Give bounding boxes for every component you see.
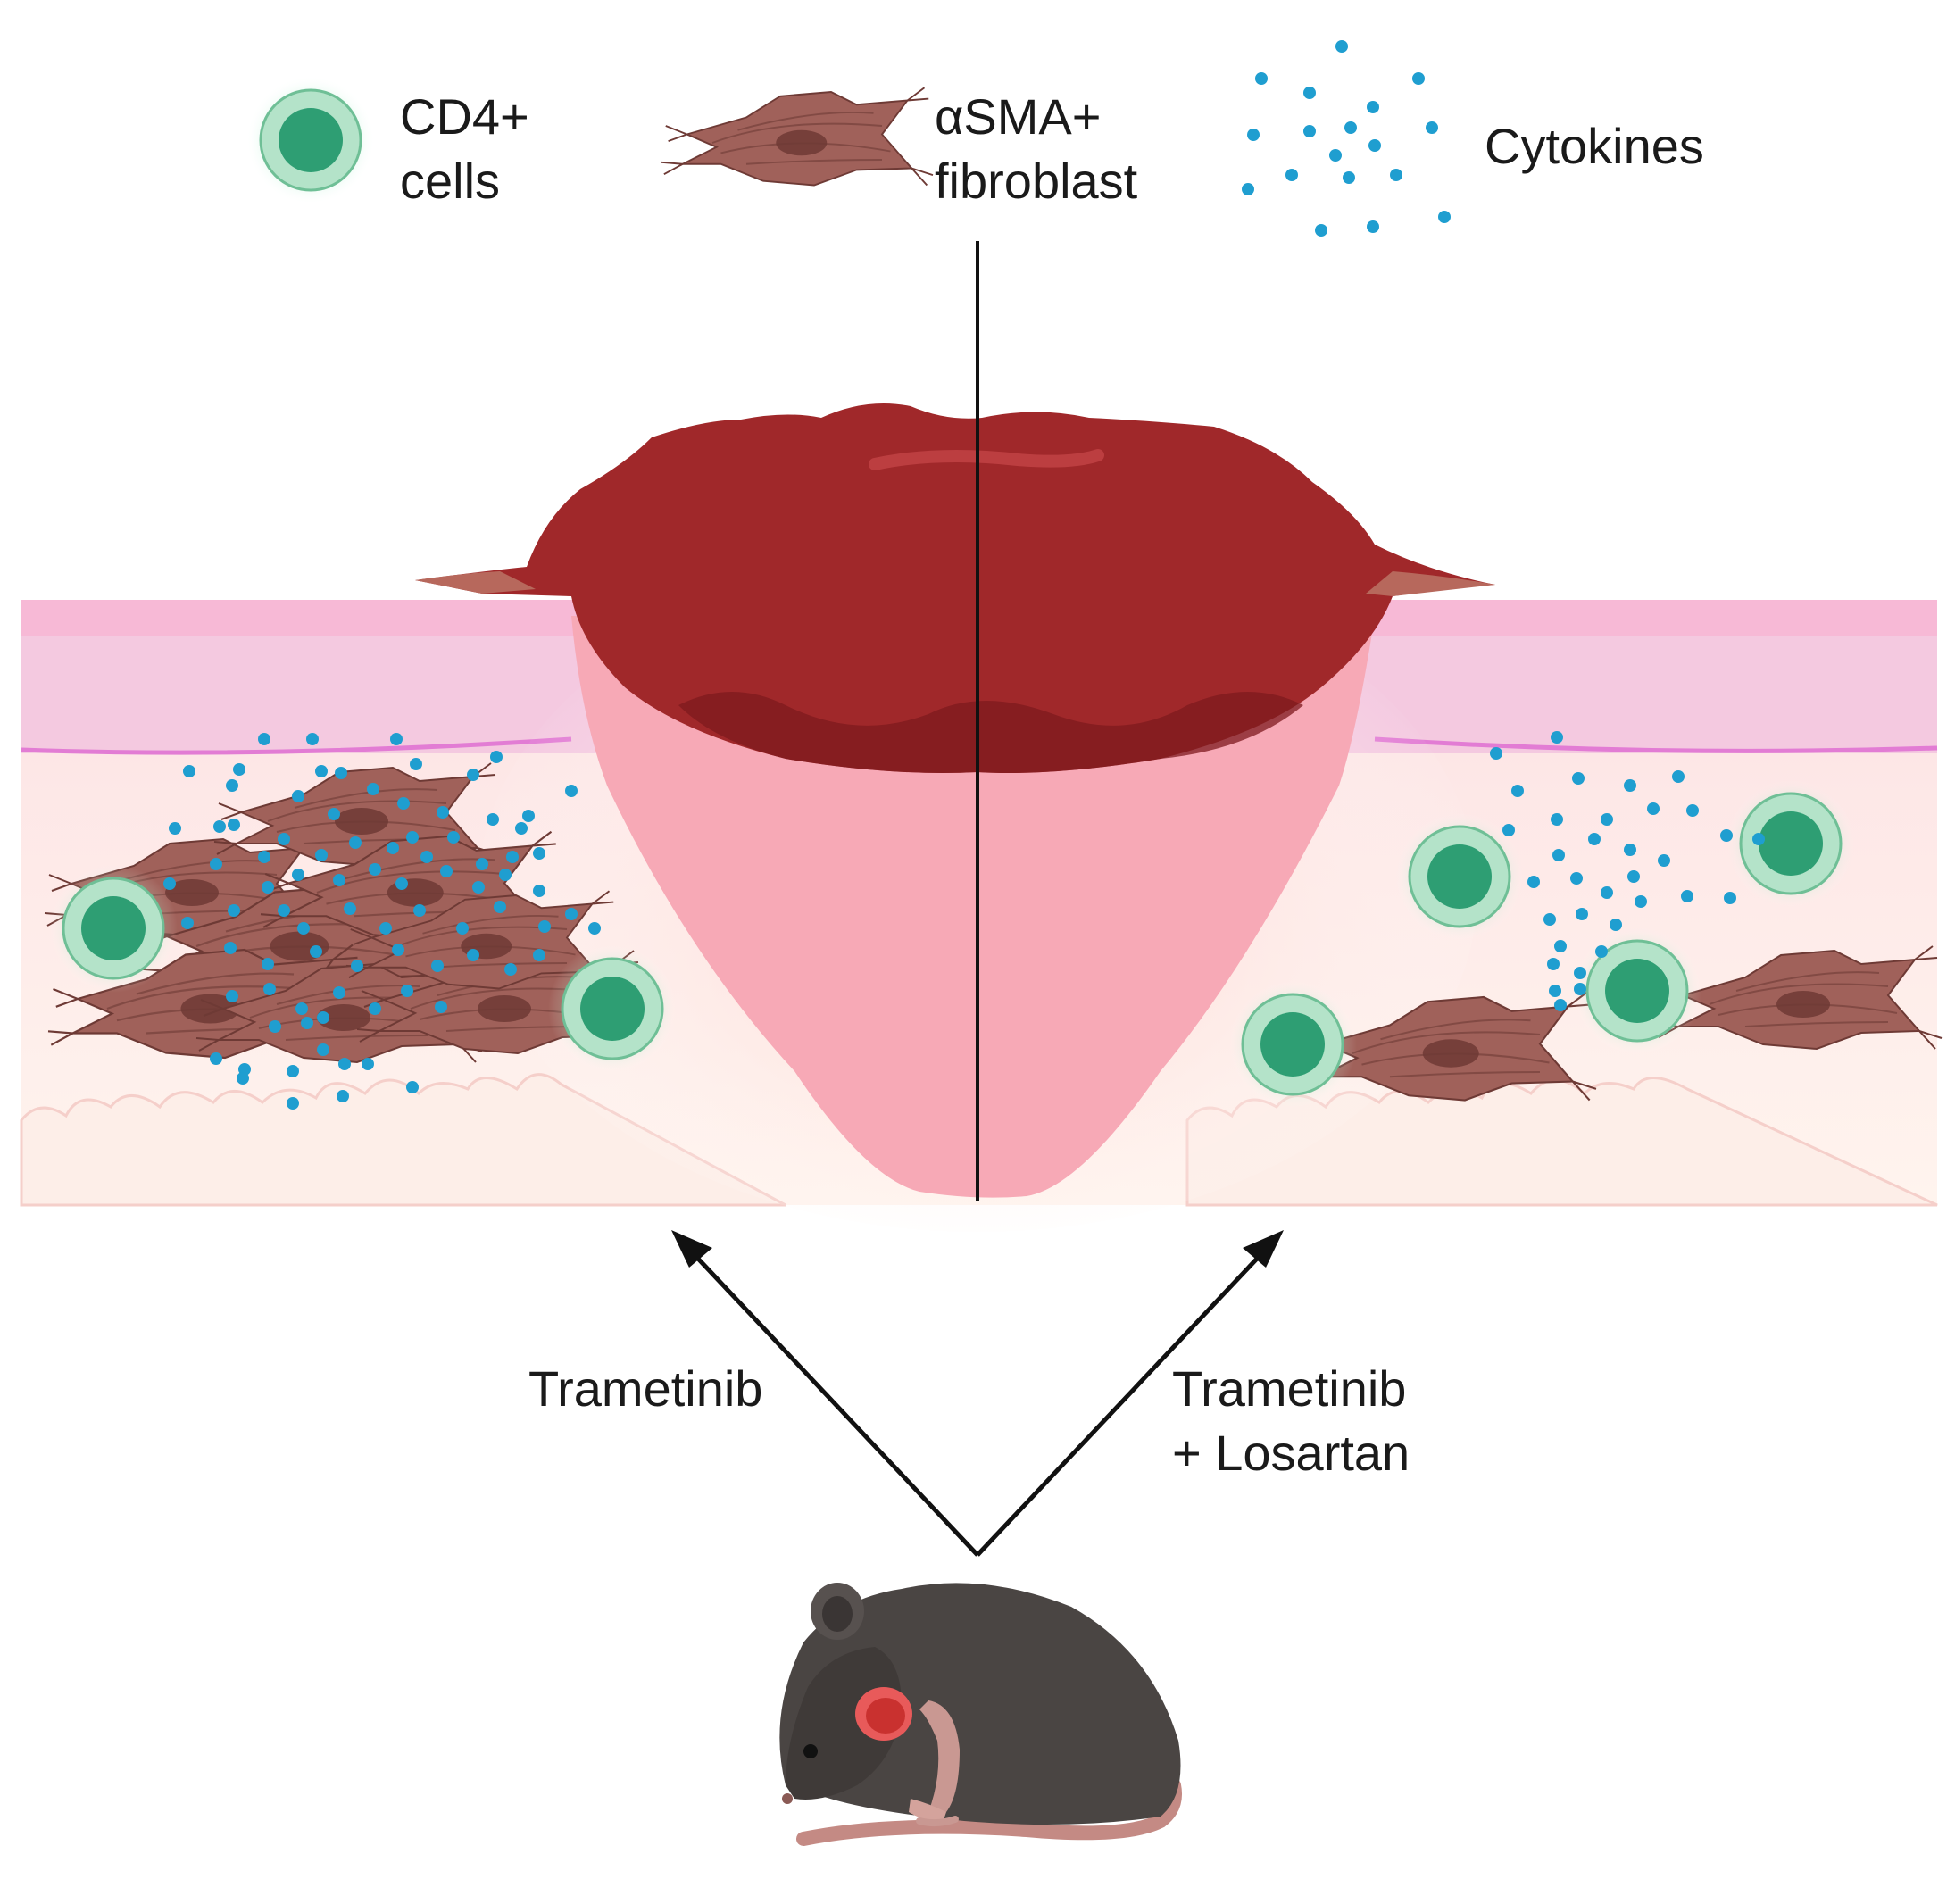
arrow-right-shaft — [976, 1241, 1274, 1557]
scab — [415, 403, 1495, 773]
cd4-cell — [1227, 978, 1359, 1110]
cd4-cell — [1571, 925, 1703, 1057]
legend-cytokines-label: Cytokines — [1485, 118, 1704, 174]
legend-fibroblast-label-line2: fibroblast — [935, 153, 1138, 209]
cytokines-sparse-right — [1490, 731, 1765, 1011]
mouse-illustration — [779, 1583, 1182, 1846]
mouse-ear-inner — [822, 1596, 853, 1632]
cd4-cell — [546, 943, 678, 1075]
arrow-right-head — [1243, 1230, 1284, 1268]
arrow-left-head — [671, 1230, 712, 1268]
treatment-arrows — [681, 1241, 1274, 1557]
mouse-head — [786, 1647, 902, 1800]
legend-cd4-label-line2: cells — [400, 153, 500, 209]
legend: CD4+ cells αSMA+ fibroblast Cytokines — [245, 40, 1704, 237]
wound-bed — [571, 616, 1375, 1198]
mouse-nose — [782, 1793, 793, 1804]
mouse-eye — [803, 1744, 818, 1758]
cd4-cell — [1725, 777, 1857, 910]
mouse-paw — [909, 1799, 946, 1825]
scab-edge-right — [1366, 571, 1495, 596]
legend-fibroblast-label-line1: αSMA+ — [935, 88, 1101, 145]
mouse-wound-center — [866, 1698, 905, 1734]
mouse-hind-leg — [919, 1700, 960, 1812]
mouse-tail — [796, 1778, 1182, 1846]
scab-highlight — [869, 449, 1104, 470]
arrow-left-shaft — [681, 1241, 979, 1557]
basement-membrane — [21, 736, 1938, 755]
scab-edge-left — [415, 571, 536, 594]
cd4-cell — [47, 862, 179, 994]
cytokines-dense-left — [163, 733, 601, 1110]
treatment-label-right-line1: Trametinib — [1172, 1360, 1406, 1417]
treatment-label-left: Trametinib — [528, 1360, 762, 1417]
scab-shadow — [678, 692, 1303, 773]
legend-cd4-label-line1: CD4+ — [400, 88, 529, 145]
mouse-front-paw — [916, 1816, 959, 1827]
legend-fibroblast-icon — [661, 87, 934, 187]
legend-cd4-cell-icon — [245, 74, 377, 206]
right-panel-trametinib-losartan — [1227, 731, 1943, 1110]
legend-cytokines-icon — [1242, 40, 1451, 237]
treatment-label-right-line2: + Losartan — [1172, 1425, 1410, 1481]
left-panel-trametinib — [44, 733, 678, 1110]
